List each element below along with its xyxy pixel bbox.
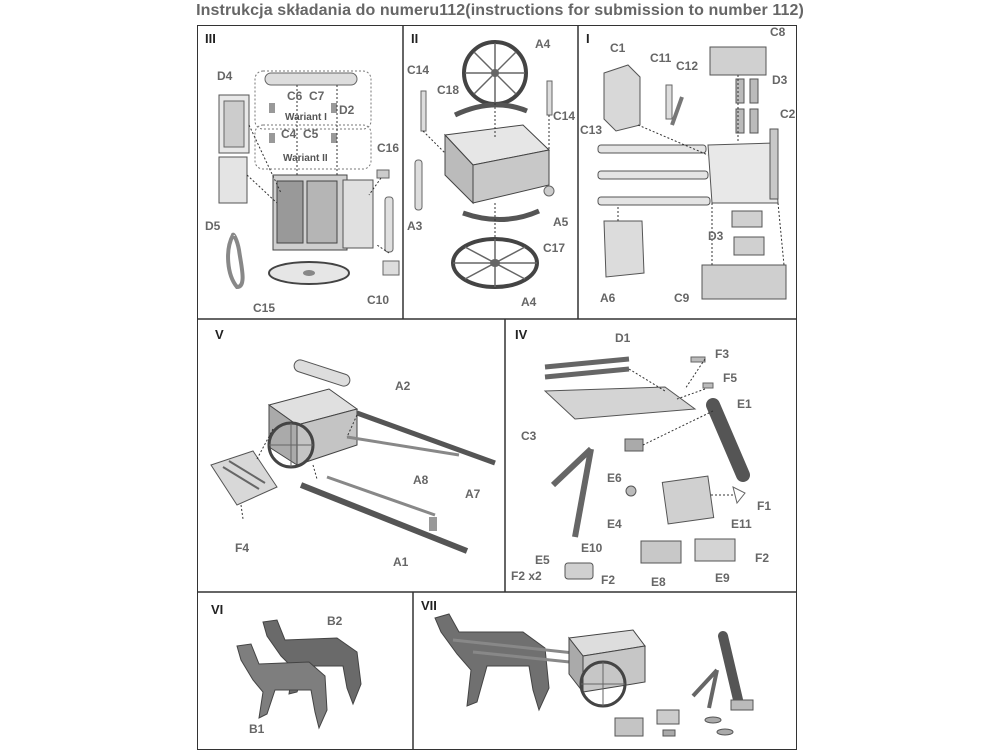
- panel-vi: VI B2 B1: [197, 592, 413, 750]
- panel-ii: II A4 C14: [403, 25, 578, 319]
- wheel-assembly-illustration: [414, 40, 555, 289]
- part-label: C7: [309, 89, 325, 103]
- panel-number: II: [411, 31, 419, 46]
- part-label: F2: [755, 551, 770, 565]
- part-label: C14: [553, 109, 576, 123]
- part-label: A4: [521, 295, 537, 309]
- cart-body-illustration: [597, 46, 787, 300]
- complete-model-illustration: [434, 613, 754, 737]
- part-label: D5: [205, 219, 221, 233]
- part-label: E5: [535, 553, 550, 567]
- part-label: D4: [217, 69, 233, 83]
- part-label: A5: [553, 215, 569, 229]
- part-label: C12: [676, 59, 699, 73]
- mortar-assembly-illustration: [543, 356, 750, 580]
- part-label: C14: [407, 63, 430, 77]
- part-label: A6: [600, 291, 616, 305]
- part-label: A1: [393, 555, 409, 569]
- part-label: F2 x2: [511, 569, 542, 583]
- part-label: F3: [715, 347, 730, 361]
- part-label: D1: [615, 331, 631, 345]
- part-label: D2: [339, 103, 355, 117]
- panel-v: V A2 A8 A7 F4 A1: [197, 319, 505, 592]
- part-label: A7: [465, 487, 481, 501]
- part-label: F1: [757, 499, 772, 513]
- panel-number: III: [205, 31, 216, 46]
- panel-number: V: [215, 327, 224, 342]
- part-label: C5: [303, 127, 319, 141]
- part-label: C17: [543, 241, 566, 255]
- page-title: Instrukcja składania do numeru112(instru…: [196, 2, 804, 19]
- panel-i: I: [578, 25, 797, 319]
- part-label: C15: [253, 301, 276, 315]
- part-label: A4: [535, 37, 551, 51]
- part-label: E6: [607, 471, 622, 485]
- panel-number: I: [586, 31, 590, 46]
- panel-iii: III: [197, 25, 403, 319]
- cart-shafts-illustration: [210, 359, 496, 554]
- part-label: C9: [674, 291, 690, 305]
- variant-label: Wariant II: [283, 153, 328, 164]
- cart-assembly-illustration: [218, 70, 400, 290]
- part-label: F2: [601, 573, 616, 587]
- part-label: F4: [235, 541, 250, 555]
- part-label: C4: [281, 127, 297, 141]
- part-label: C10: [367, 293, 390, 307]
- part-label: E9: [715, 571, 730, 585]
- part-label: C18: [437, 83, 460, 97]
- part-label: E10: [581, 541, 603, 555]
- part-label: C11: [650, 51, 672, 65]
- part-label: A3: [407, 219, 423, 233]
- part-label: C16: [377, 141, 400, 155]
- panel-number: IV: [515, 327, 528, 342]
- panel-number: VII: [421, 598, 437, 613]
- part-label: D3: [708, 229, 724, 243]
- part-label: E11: [731, 517, 752, 531]
- part-label: C2: [780, 107, 796, 121]
- part-label: E8: [651, 575, 666, 589]
- part-label: B1: [249, 722, 265, 736]
- part-label: C6: [287, 89, 303, 103]
- panel-vii: VII: [413, 592, 797, 750]
- panel-iv: IV D1 F3 F5 E1 C3 E6: [505, 319, 797, 592]
- panel-number: VI: [211, 602, 224, 617]
- part-label: E1: [737, 397, 752, 411]
- part-label: A2: [395, 379, 411, 393]
- horses-illustration: [236, 619, 362, 730]
- part-label: C8: [770, 25, 786, 39]
- part-label: B2: [327, 614, 343, 628]
- part-label: A8: [413, 473, 429, 487]
- part-label: F5: [723, 371, 738, 385]
- part-label: C13: [580, 123, 603, 137]
- part-label: E4: [607, 517, 622, 531]
- part-label: D3: [772, 73, 788, 87]
- variant-label: Wariant I: [285, 112, 327, 123]
- part-label: C3: [521, 429, 537, 443]
- part-label: C1: [610, 41, 626, 55]
